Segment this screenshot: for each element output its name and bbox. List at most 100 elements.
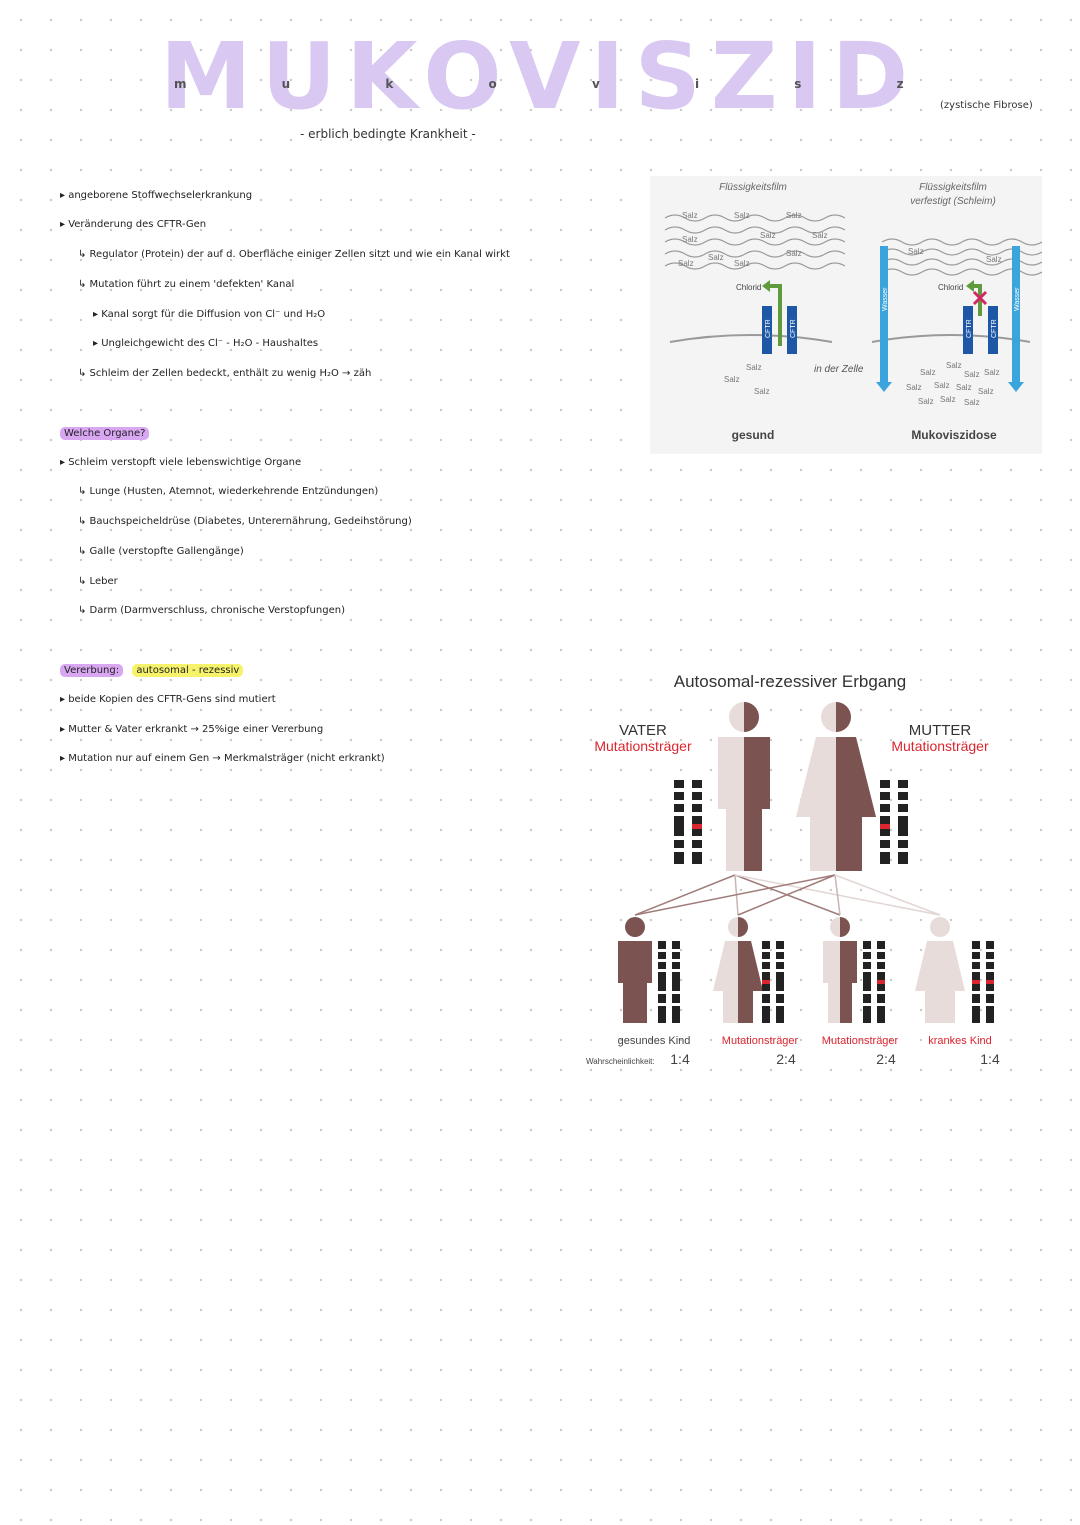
organ-item-darm: ↳ Darm (Darmverschluss, chronische Verst… — [78, 605, 345, 616]
svg-text:Salz: Salz — [984, 368, 1000, 377]
child-3-figure — [823, 917, 857, 1023]
svg-text:Wasser: Wasser — [882, 287, 889, 311]
svg-text:Salz: Salz — [724, 375, 740, 384]
svg-text:Salz: Salz — [964, 398, 980, 407]
svg-text:CFTR: CFTR — [966, 319, 973, 338]
child-1-label: gesundes Kind — [618, 1035, 691, 1047]
child-1-figure — [618, 917, 652, 1023]
block-cross-icon — [972, 290, 988, 306]
salt-labels-left: Salz Salz Salz Salz Salz Salz Salz Salz … — [678, 211, 828, 268]
cftr-diagram: Flüssigkeitsfilm Flüssigkeitsfilm verfes… — [650, 176, 1043, 454]
intro-sub-b2: ▸ Ungleichgewicht des Cl⁻ - H₂O - Hausha… — [93, 338, 319, 349]
svg-text:Salz: Salz — [786, 211, 802, 220]
pedigree-title: Autosomal-rezessiver Erbgang — [674, 672, 906, 691]
child-3-prob: 2:4 — [876, 1051, 896, 1067]
cftr-channel-left-a — [762, 306, 772, 354]
chloride-label-left: Chlorid — [736, 283, 761, 292]
inheritance-bullet-2: ▸ Mutter & Vater erkrankt → 25%ige einer… — [60, 724, 324, 735]
cftr-channel-right-b — [988, 306, 998, 354]
in-cell-label: in der Zelle — [814, 364, 864, 375]
child-4-label: krankes Kind — [928, 1035, 992, 1047]
inheritance-bullet-3: ▸ Mutation nur auf einem Gen → Merkmalst… — [60, 753, 385, 764]
child-4-prob: 1:4 — [980, 1051, 1000, 1067]
intro-sub-b1: ▸ Kanal sorgt für die Diffusion von Cl⁻ … — [93, 309, 326, 320]
svg-text:Salz: Salz — [678, 259, 694, 268]
organ-item-pankreas: ↳ Bauchspeicheldrüse (Diabetes, Unterern… — [78, 516, 412, 527]
membrane-right — [871, 334, 1031, 343]
organs-heading-tag: Welche Organe? — [60, 427, 150, 440]
intro-bullet-2: ▸ Veränderung des CFTR-Gen — [60, 219, 207, 230]
mother-carrier-label: Mutationsträger — [891, 738, 989, 754]
organs-heading: Welche Organe? — [60, 427, 150, 440]
svg-text:Salz: Salz — [978, 387, 994, 396]
svg-text:Salz: Salz — [986, 255, 1002, 264]
svg-text:Salz: Salz — [812, 231, 828, 240]
organs-bullet: ▸ Schleim verstopft viele lebenswichtige… — [60, 457, 302, 468]
svg-text:Salz: Salz — [956, 383, 972, 392]
svg-text:Salz: Salz — [734, 259, 750, 268]
svg-text:Salz: Salz — [908, 247, 924, 256]
organ-item-lunge: ↳ Lunge (Husten, Atemnot, wiederkehrende… — [78, 486, 379, 497]
pedigree-lines — [634, 874, 941, 916]
probability-label: Wahrscheinlichkeit: — [586, 1057, 655, 1066]
inheritance-mode-tag: autosomal - rezessiv — [132, 664, 244, 677]
svg-text:CFTR: CFTR — [991, 319, 998, 338]
organ-item-galle: ↳ Galle (verstopfte Gallengänge) — [78, 546, 244, 557]
page-title: MUKOVISZIDOSE m u k o v i s z i d o s e — [160, 23, 1080, 130]
film-solid-label-2: verfestigt (Schleim) — [910, 196, 996, 207]
svg-text:Salz: Salz — [940, 395, 956, 404]
father-carrier-label: Mutationsträger — [594, 738, 692, 754]
inheritance-heading: Vererbung: autosomal - rezessiv — [60, 664, 244, 677]
water-arrow-left — [880, 246, 888, 382]
film-solid-label: Flüssigkeitsfilm — [919, 182, 987, 193]
membrane-left — [669, 334, 833, 343]
organ-item-leber: ↳ Leber — [78, 576, 118, 587]
child-1-prob: 1:4 — [670, 1051, 690, 1067]
inheritance-bullet-1: ▸ beide Kopien des CFTR-Gens sind mutier… — [60, 694, 276, 705]
svg-text:Salz: Salz — [708, 253, 724, 262]
cftr-channel-right-a — [963, 306, 973, 354]
svg-text:Wasser: Wasser — [1014, 287, 1021, 311]
title-small-text: m u k o v i s z i d o s e — [174, 77, 920, 91]
svg-text:Salz: Salz — [682, 235, 698, 244]
inheritance-heading-tag: Vererbung: — [60, 664, 124, 677]
subtitle: - erblich bedingte Krankheit - — [300, 127, 476, 141]
salt-labels-bottom-left: Salz Salz Salz — [724, 363, 770, 396]
intro-sub-b: ↳ Mutation führt zu einem 'defekten' Kan… — [78, 279, 295, 290]
father-figure — [718, 702, 770, 871]
title-text: MUKOVISZIDOSE — [160, 30, 920, 120]
svg-text:Salz: Salz — [760, 231, 776, 240]
svg-text:Salz: Salz — [918, 397, 934, 406]
child-chromosomes — [658, 941, 994, 1023]
svg-text:Salz: Salz — [682, 211, 698, 220]
healthy-label: gesund — [732, 428, 775, 442]
svg-text:Salz: Salz — [754, 387, 770, 396]
svg-text:Salz: Salz — [746, 363, 762, 372]
father-label: VATER — [619, 722, 667, 739]
subtitle-aside: (zystische Fibrose) — [940, 100, 1033, 111]
svg-text:Salz: Salz — [920, 368, 936, 377]
child-2-label: Mutationsträger — [722, 1035, 799, 1047]
svg-text:CFTR: CFTR — [765, 319, 772, 338]
child-2-prob: 2:4 — [776, 1051, 796, 1067]
svg-text:Salz: Salz — [906, 383, 922, 392]
cftr-diagram-bg — [650, 176, 1042, 454]
child-2-figure — [713, 917, 763, 1023]
father-chromosomes — [674, 780, 702, 864]
salt-labels-bottom-right: Salz Salz Salz Salz Salz Salz Salz Salz … — [906, 361, 1000, 407]
film-label: Flüssigkeitsfilm — [719, 182, 787, 193]
fluid-waves-left — [664, 214, 846, 270]
mother-figure — [796, 702, 876, 871]
chloride-label-right: Chlorid — [938, 283, 963, 292]
svg-text:Salz: Salz — [786, 249, 802, 258]
pedigree-diagram: Autosomal-rezessiver Erbgang VATER Mutat… — [580, 665, 1010, 1075]
svg-text:Salz: Salz — [964, 370, 980, 379]
water-arrow-right — [1012, 246, 1020, 382]
child-3-label: Mutationsträger — [822, 1035, 899, 1047]
svg-text:Salz: Salz — [946, 361, 962, 370]
chloride-arrow-left — [768, 284, 782, 346]
svg-text:CFTR: CFTR — [790, 319, 797, 338]
disease-label: Mukoviszidose — [911, 428, 997, 442]
salt-labels-right: Salz Salz — [908, 247, 1002, 264]
svg-text:Salz: Salz — [934, 381, 950, 390]
